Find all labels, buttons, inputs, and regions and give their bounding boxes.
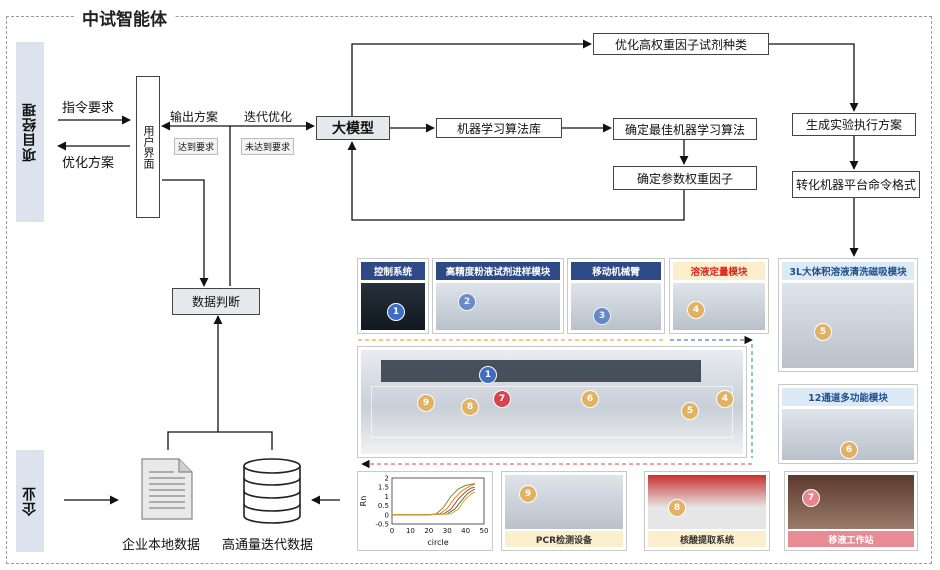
module-number: 5 xyxy=(681,402,699,420)
side-label-enterprise: 企业 xyxy=(16,450,44,552)
module-title: 12通道多功能模块 xyxy=(782,388,914,406)
not-met-requirement-tag: 未达到要求 xyxy=(241,138,295,155)
database-icon xyxy=(242,458,302,524)
module-number: 3 xyxy=(593,307,611,325)
module-panel-pipette: 7 移液工作站 xyxy=(784,471,918,551)
module-number: 6 xyxy=(840,441,858,459)
x-tick-label: 10 xyxy=(406,527,415,535)
module-title: 移液工作站 xyxy=(788,531,914,547)
screen-strip xyxy=(381,360,701,382)
user-interface-box: 用户界面 xyxy=(136,76,160,218)
y-tick-label: 0 xyxy=(385,511,389,519)
module-number: 5 xyxy=(814,323,832,341)
optimized-plan-label: 优化方案 xyxy=(62,156,115,171)
module-panel-arm: 移动机械臂 3 xyxy=(567,258,665,334)
module-number: 4 xyxy=(687,301,705,319)
module-title: 3L大体积溶液清洗磁吸模块 xyxy=(782,262,914,280)
parameter-weight-box: 确定参数权重因子 xyxy=(613,166,757,190)
y-tick-label: 1.5 xyxy=(378,484,389,492)
module-number: 9 xyxy=(519,485,537,503)
x-axis-label: circle xyxy=(427,538,448,547)
plot-area xyxy=(391,477,485,525)
platform-overview-photo: 1 9 8 7 6 5 4 xyxy=(357,346,747,458)
y-tick-label: 0.5 xyxy=(378,502,389,510)
data-judge-box: 数据判断 xyxy=(172,288,260,315)
module-number: 8 xyxy=(461,398,479,416)
module-panel-powder: 高精度粉液试剂进样模块 2 xyxy=(432,258,564,334)
module-panel-multi: 12通道多功能模块 6 xyxy=(778,384,918,464)
y-axis-label: Rn xyxy=(359,496,368,507)
module-panel-pcr: 9 PCR检测设备 xyxy=(501,471,627,551)
y-tick-label: 2 xyxy=(385,475,389,483)
generate-plan-box: 生成实验执行方案 xyxy=(792,113,916,136)
ml-library-box: 机器学习算法库 xyxy=(436,118,562,138)
side-label-project-manager: 项目经理 xyxy=(16,42,44,222)
y-tick-label: 1 xyxy=(385,493,389,501)
convert-command-box: 转化机器平台命令格式 xyxy=(792,171,920,198)
module-panel-quant: 溶液定量模块 4 xyxy=(669,258,769,334)
big-model-box: 大模型 xyxy=(316,116,390,140)
module-number: 7 xyxy=(802,489,820,507)
x-tick-label: 30 xyxy=(443,527,452,535)
document-icon xyxy=(141,458,193,520)
best-ml-algorithm-box: 确定最佳机器学习算法 xyxy=(613,118,757,140)
module-number: 9 xyxy=(417,394,435,412)
module-number: 6 xyxy=(581,390,599,408)
x-tick-label: 40 xyxy=(461,527,470,535)
module-title: 控制系统 xyxy=(361,262,425,280)
page-title: 中试智能体 xyxy=(74,5,175,30)
module-title: PCR检测设备 xyxy=(505,531,623,547)
module-number: 2 xyxy=(458,293,476,311)
module-panel-extract: 8 核酸提取系统 xyxy=(644,471,770,551)
output-plan-label: 输出方案 xyxy=(170,110,219,124)
instruction-label: 指令要求 xyxy=(62,101,115,116)
x-tick-label: 0 xyxy=(390,527,394,535)
amplification-curve xyxy=(392,491,476,516)
module-title: 核酸提取系统 xyxy=(648,531,766,547)
met-requirement-tag: 达到要求 xyxy=(174,138,219,155)
module-number: 1 xyxy=(479,366,497,384)
module-panel-clean: 3L大体积溶液清洗磁吸模块 5 xyxy=(778,258,918,372)
module-title: 溶液定量模块 xyxy=(673,262,765,280)
module-title: 高精度粉液试剂进样模块 xyxy=(436,262,560,280)
module-number: 7 xyxy=(493,390,511,408)
x-tick-label: 50 xyxy=(480,527,489,535)
throughput-data-label: 高通量迭代数据 xyxy=(222,538,314,553)
module-number: 1 xyxy=(387,303,405,321)
module-title: 移动机械臂 xyxy=(571,262,661,280)
y-tick-label: -0.5 xyxy=(375,521,389,529)
optimize-reagent-box: 优化高权重因子试剂种类 xyxy=(593,33,769,55)
x-tick-label: 20 xyxy=(424,527,433,535)
module-panel-control: 控制系统 1 xyxy=(357,258,429,334)
module-number: 4 xyxy=(716,390,734,408)
outer-frame xyxy=(6,16,932,564)
local-data-label: 企业本地数据 xyxy=(122,538,201,553)
module-number: 8 xyxy=(668,499,686,517)
iterate-label: 迭代优化 xyxy=(244,110,293,124)
